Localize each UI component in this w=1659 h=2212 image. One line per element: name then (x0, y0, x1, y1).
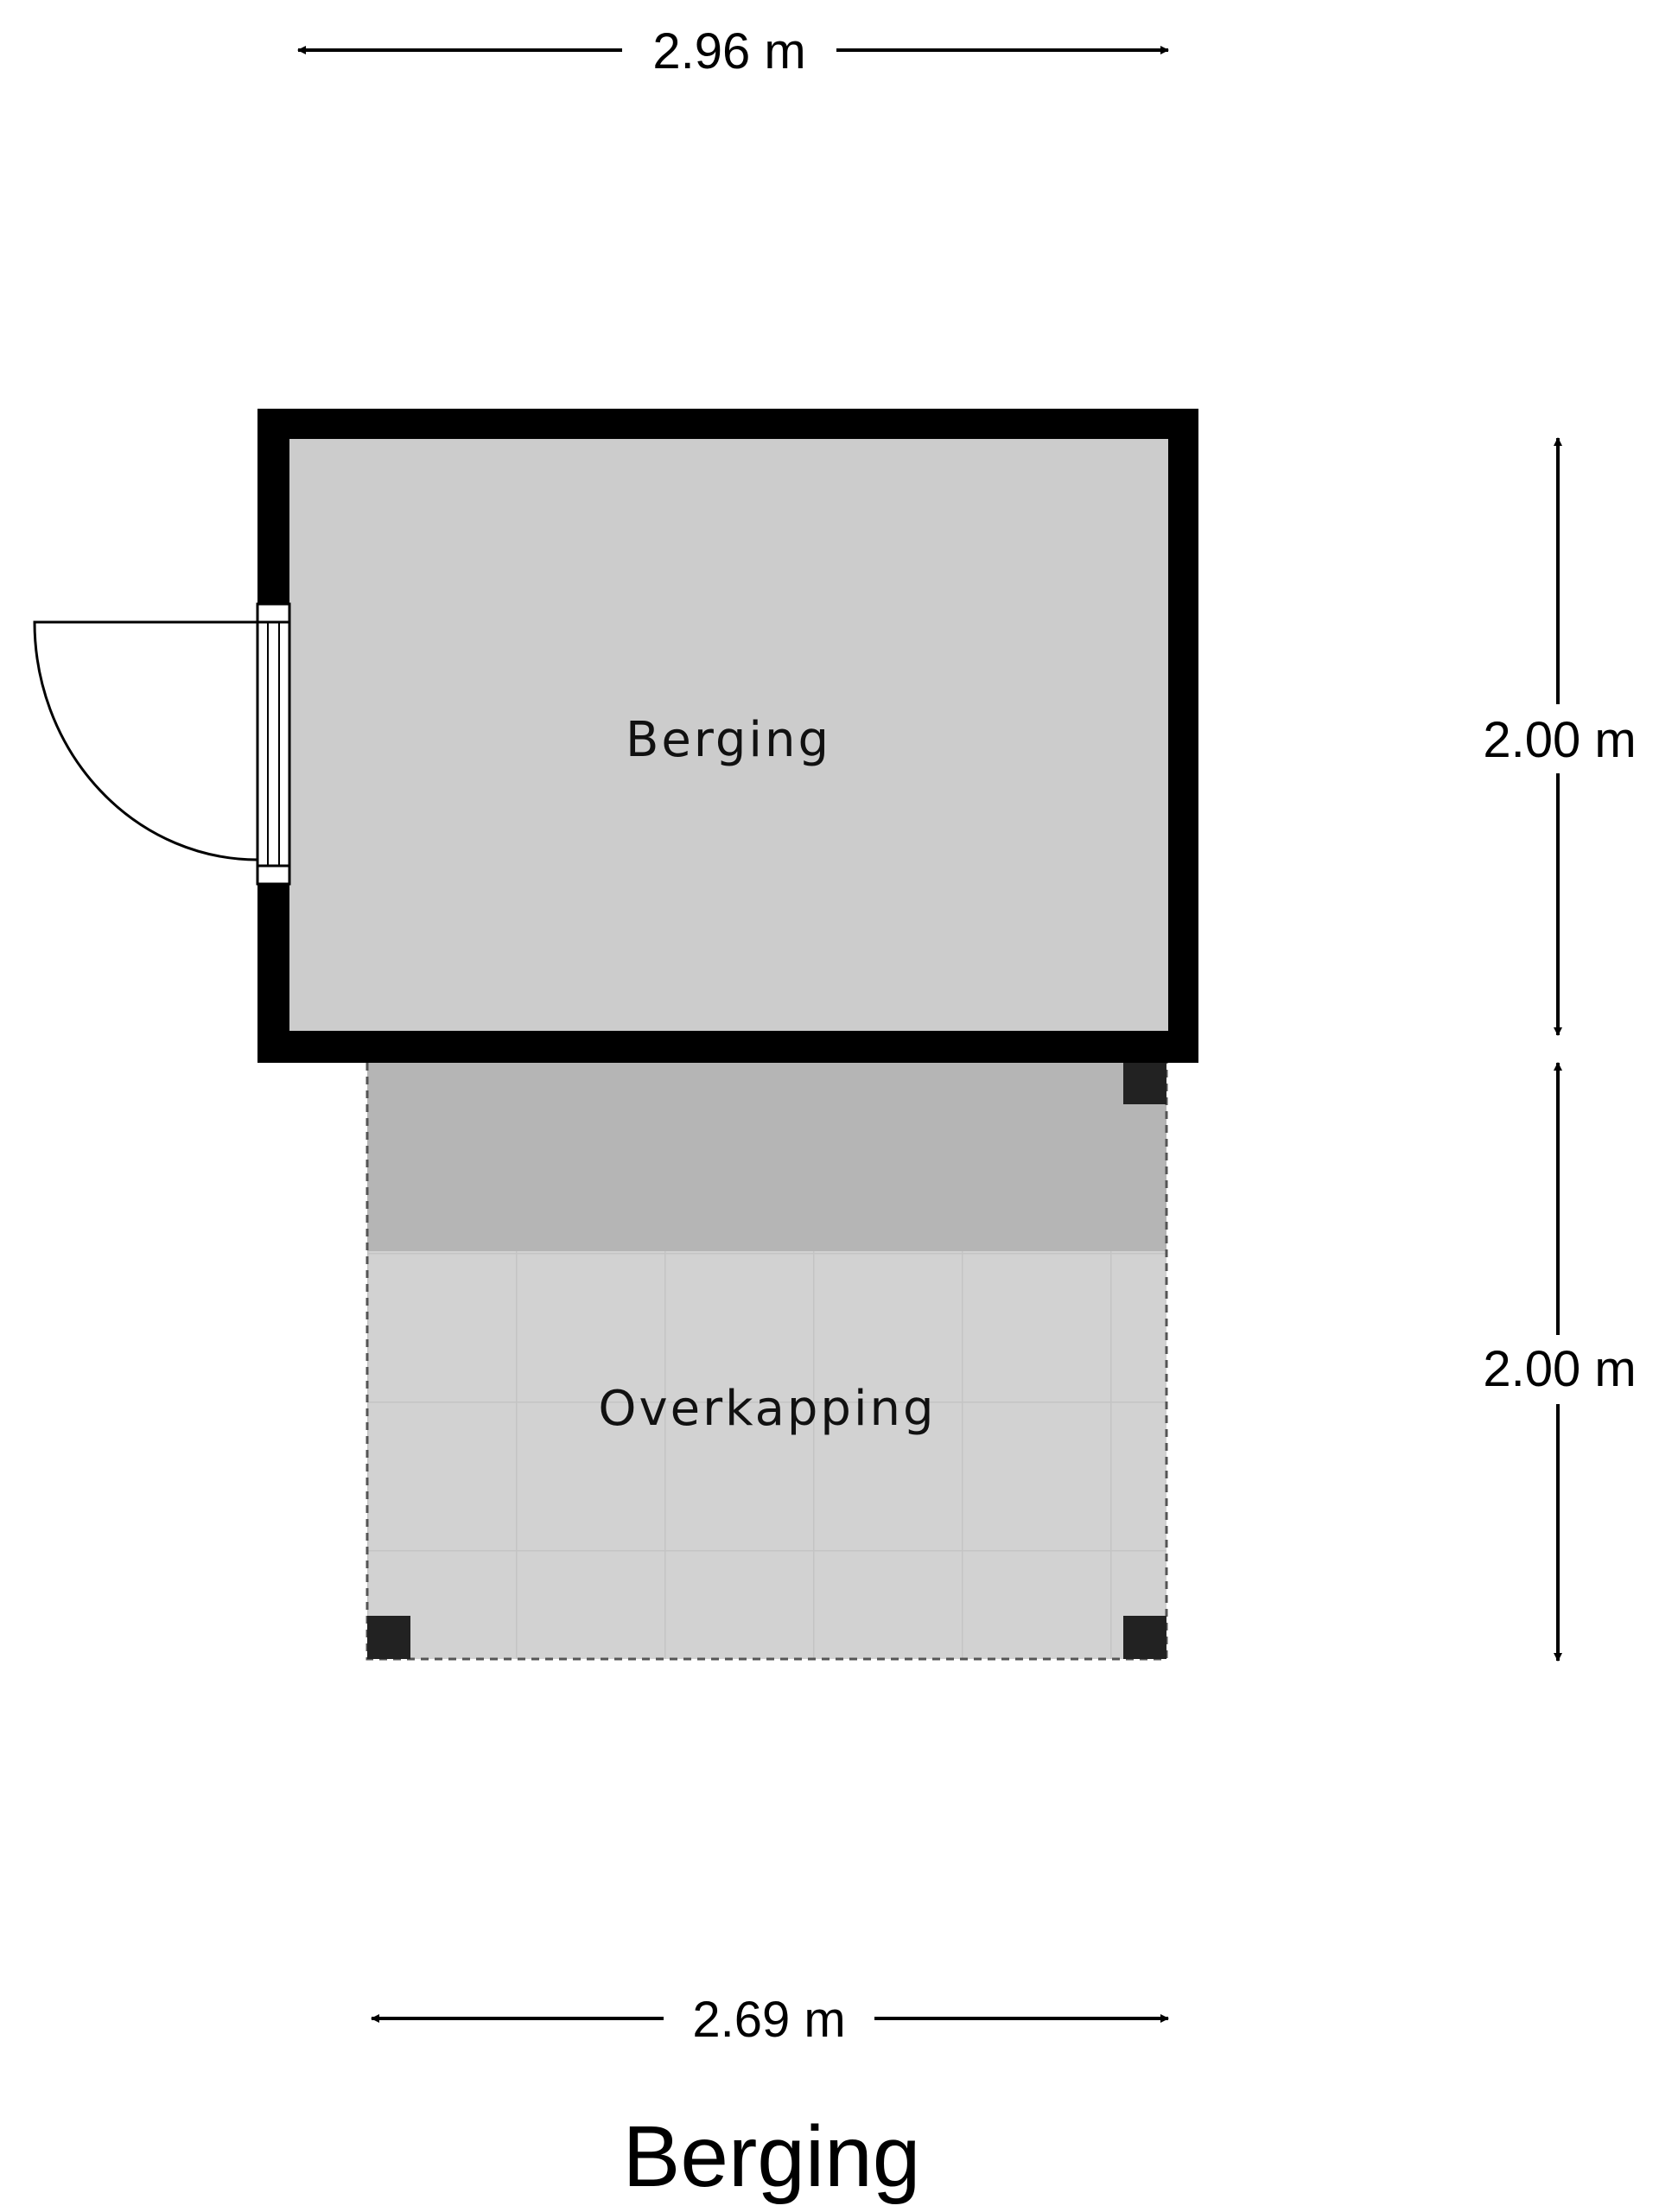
dimension-bottom-width: 2.69 m (371, 1992, 1169, 2048)
dimension-label-top: 2.96 m (652, 23, 805, 79)
overkapping-area (365, 1061, 1168, 1661)
door-swing-icon (33, 620, 258, 861)
post-bottom-right (1123, 1616, 1166, 1659)
dimension-label-right-upper: 2.00 m (1483, 712, 1636, 768)
room-label-overkapping: Overkapping (598, 1381, 936, 1437)
berging-room (33, 409, 1198, 1063)
door (33, 602, 291, 886)
overkapping-shaded-strip (367, 1063, 1166, 1251)
dimension-label-bottom: 2.69 m (692, 1992, 845, 2048)
floor-title: Berging (623, 2108, 921, 2205)
dimension-label-right-lower: 2.00 m (1483, 1341, 1636, 1397)
berging-floor (289, 439, 1168, 1031)
door-frame (256, 602, 291, 886)
overkapping-dashed-outline (365, 1063, 1168, 1661)
post-top-right (1123, 1061, 1166, 1104)
room-label-berging: Berging (626, 712, 831, 768)
dimension-right-upper: 2.00 m (1483, 437, 1637, 1036)
dimension-top-width: 2.96 m (297, 23, 1169, 79)
dimension-right-lower: 2.00 m (1483, 1062, 1637, 1662)
post-bottom-left (367, 1616, 410, 1659)
